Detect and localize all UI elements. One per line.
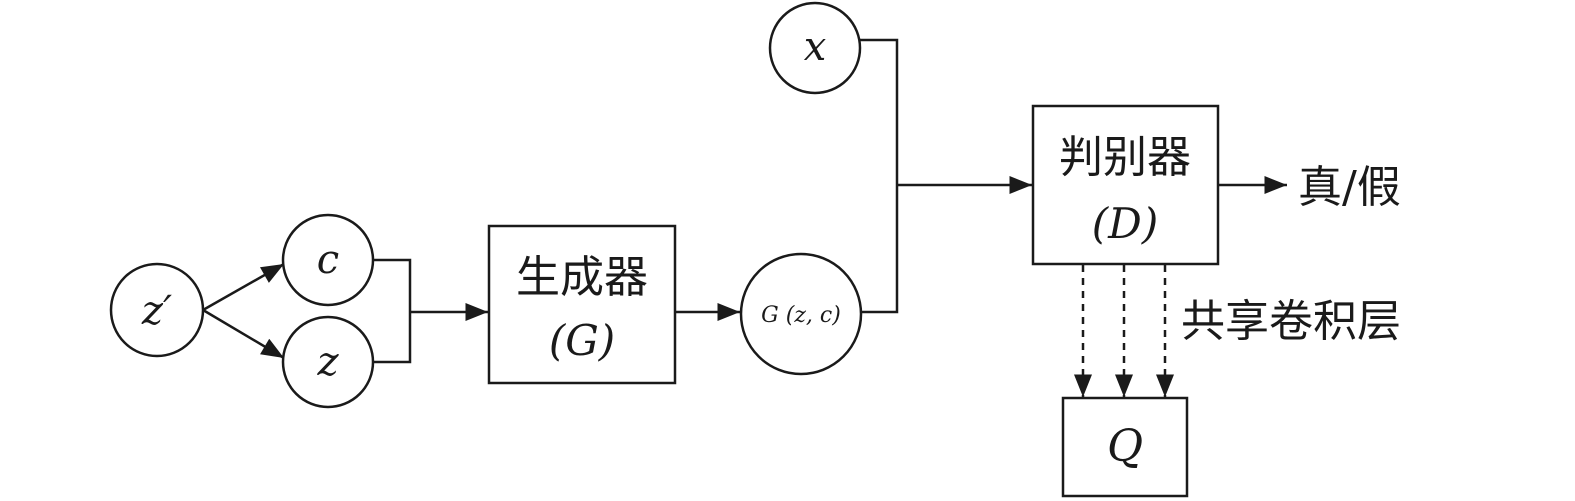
shared-layers-label: 共享卷积层 <box>1181 296 1401 347</box>
generator-box: 生成器 (G) <box>487 224 677 385</box>
generator-name: 生成器 <box>516 252 648 303</box>
output-label: 真/假 <box>1298 162 1401 213</box>
q-box: Q <box>1061 396 1189 498</box>
line-x-to-junction <box>859 38 899 314</box>
node-x: x <box>768 1 862 95</box>
discriminator-name: 判别器 <box>1059 132 1191 183</box>
arrow-zprime-to-c <box>202 262 285 312</box>
discriminator-box: 判别器 (D) <box>1031 104 1220 266</box>
node-z-label: z <box>316 339 339 385</box>
node-c-label: c <box>317 237 339 283</box>
node-c: c <box>281 213 375 307</box>
node-generated-sample-label: G (z, c) <box>761 303 841 328</box>
node-x-label: x <box>804 24 827 70</box>
node-z: z <box>281 315 375 409</box>
q-label: Q <box>1107 421 1143 472</box>
arrow-zprime-to-z <box>202 308 285 360</box>
generator-symbol: (G) <box>549 316 615 365</box>
node-z-prime: z′ <box>109 262 205 358</box>
node-z-prime-label: z′ <box>141 288 172 334</box>
bracket-c-z <box>373 258 412 364</box>
node-generated-sample: G (z, c) <box>739 252 863 376</box>
discriminator-symbol: (D) <box>1092 199 1158 248</box>
connections <box>202 38 1287 397</box>
